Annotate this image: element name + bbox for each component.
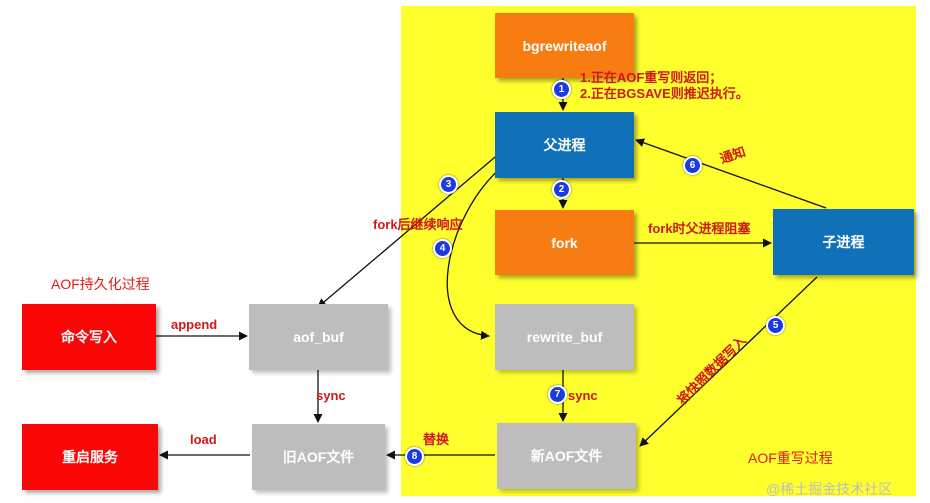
node-restart-service-label: 重启服务 <box>62 449 118 465</box>
node-new-aof-file-label: 新AOF文件 <box>530 448 603 464</box>
watermark-text: @稀土掘金技术社区 <box>766 481 893 497</box>
step-badge-7: 7 <box>548 385 567 404</box>
label-sync-left: sync <box>316 388 346 403</box>
label-step1-line2: 2.正在BGSAVE则推迟执行。 <box>580 86 749 101</box>
node-rewrite-buf: rewrite_buf <box>495 304 634 370</box>
step-badge-2: 2 <box>552 180 571 199</box>
label-append: append <box>171 317 218 332</box>
label-fork-block: fork时父进程阻塞 <box>648 221 751 236</box>
label-replace: 替换 <box>423 432 450 447</box>
node-bgrewriteaof: bgrewriteaof <box>495 13 634 78</box>
title-aof-rewrite: AOF重写过程 <box>748 450 833 466</box>
node-bgrewriteaof-label: bgrewriteaof <box>522 37 607 54</box>
step-badge-6: 6 <box>683 156 702 175</box>
node-old-aof-file-label: 旧AOF文件 <box>282 449 355 465</box>
node-aof-buf-label: aof_buf <box>293 329 344 345</box>
step-badge-8: 8 <box>405 447 424 466</box>
arrow-child-to-parent <box>635 138 827 209</box>
node-aof-buf: aof_buf <box>249 304 388 370</box>
arrow-parent-to-rewritebuf <box>446 165 504 340</box>
label-sync-right: sync <box>568 388 598 403</box>
node-rewrite-buf-label: rewrite_buf <box>526 329 603 345</box>
step-badge-3: 3 <box>439 175 458 194</box>
node-fork: fork <box>495 210 634 275</box>
step-badge-1: 1 <box>552 80 571 99</box>
node-parent-process: 父进程 <box>495 112 634 178</box>
step-badge-5: 5 <box>766 316 785 335</box>
node-restart-service: 重启服务 <box>22 424 158 490</box>
node-child-process-label: 子进程 <box>822 234 865 250</box>
title-aof-persist: AOF持久化过程 <box>51 276 150 292</box>
node-command-write-label: 命令写入 <box>61 329 117 345</box>
label-step1-line1: 1.正在AOF重写则返回； <box>580 70 723 85</box>
label-load: load <box>190 432 217 447</box>
node-command-write: 命令写入 <box>22 304 156 370</box>
arrow-child-to-newaof <box>639 276 818 447</box>
arrow-parent-to-aofbuf <box>317 151 502 308</box>
node-fork-label: fork <box>551 234 578 251</box>
node-old-aof-file: 旧AOF文件 <box>252 424 385 490</box>
node-child-process: 子进程 <box>773 209 914 275</box>
node-parent-process-label: 父进程 <box>543 137 586 153</box>
node-new-aof-file: 新AOF文件 <box>497 423 636 489</box>
label-fork-continue: fork后继续响应 <box>373 217 463 232</box>
step-badge-4: 4 <box>433 239 452 258</box>
